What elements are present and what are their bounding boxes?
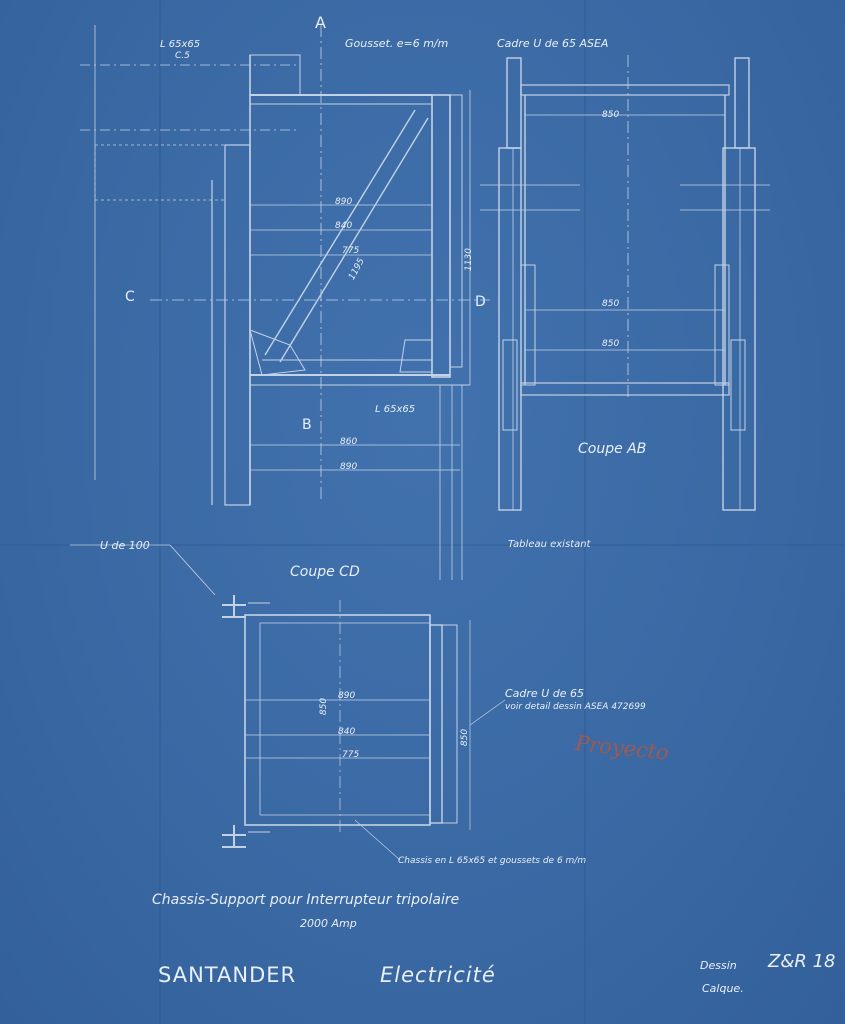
section-marker-c: C [125,289,135,305]
plan-drawing [222,595,506,861]
u100-label: U de 100 [100,539,150,552]
dim-label: 840 [335,221,353,231]
gusset-label: Gousset. e=6 m/m [345,37,449,50]
dessin-number: Z&R 18 [768,951,836,972]
dim-label: 840 [338,727,356,737]
dim-label: 850 [602,110,620,120]
chassis-note: Chassis en L 65x65 et goussets de 6 m/m [398,856,587,866]
section-title-cd: Coupe CD [290,564,360,580]
section-marker-d: D [475,294,486,310]
dim-label: 850 [602,299,620,309]
drawing-title: Chassis-Support pour Interrupteur tripol… [152,892,460,908]
frame-detail-note: voir detail dessin ASEA 472699 [505,702,646,712]
dim-label: 1130 [463,248,474,271]
dim-label: 775 [342,246,360,256]
client-name: SANTANDER [158,963,297,987]
dim-label: 775 [342,750,360,760]
section-marker-a: A [315,13,326,32]
dim-label: 890 [335,197,353,207]
drawing-subtitle: 2000 Amp [300,917,357,930]
dim-label: 890 [340,462,358,472]
coupe-cd-drawing [70,25,490,596]
frame-label-top: Cadre U de 65 ASEA [497,37,609,50]
dim-label: 850 [460,728,471,747]
coupe-ab-drawing [480,55,770,511]
section-marker-b: B [302,417,312,433]
dim-label: 850 [319,697,330,716]
company-name: Electricité [380,963,496,987]
angle-label-top-sub: C.5 [175,51,190,61]
dim-label: 860 [340,437,358,447]
angle-label-top: L 65x65 [160,39,201,50]
dim-label: 850 [602,339,620,349]
calque-label: Calque. [702,982,744,995]
angle-label-bottom: L 65x65 [375,404,416,415]
dessin-label: Dessin [700,959,737,972]
section-title-ab: Coupe AB [578,441,647,457]
frame-label-plan: Cadre U de 65 [505,687,584,700]
dim-label: 890 [338,691,356,701]
existing-board-label: Tableau existant [508,539,591,550]
